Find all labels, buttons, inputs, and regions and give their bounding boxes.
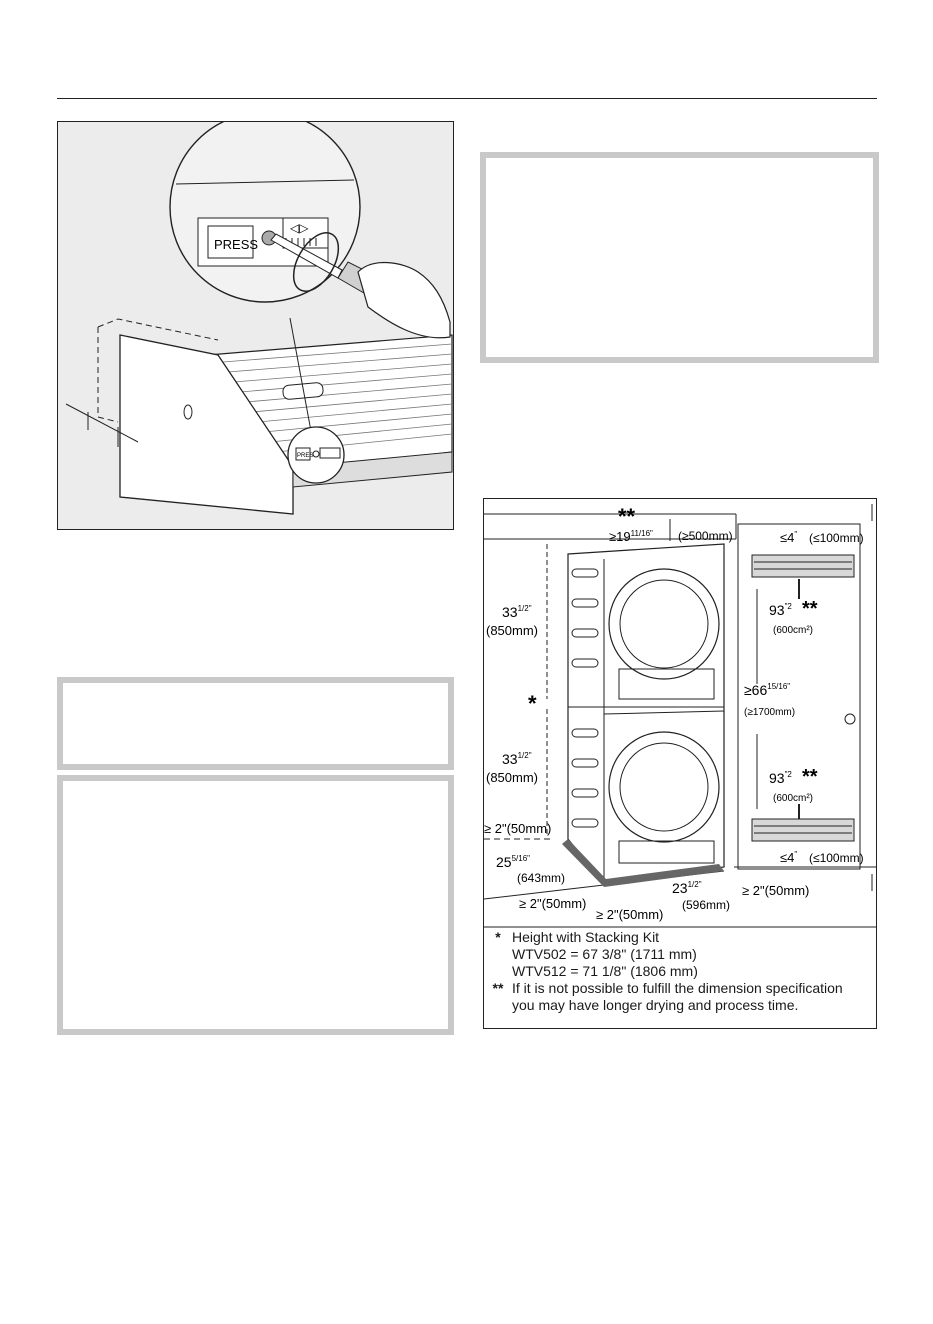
svg-text:93"2: 93"2 bbox=[769, 770, 792, 786]
press-label-small: PRESS bbox=[297, 453, 317, 459]
front-gap-center: ≥ 2"(50mm) bbox=[596, 907, 663, 922]
vent-bottom-gap-sup: " bbox=[794, 850, 797, 859]
vent-area-top-sup: "2 bbox=[785, 602, 793, 611]
press-label: PRESS bbox=[214, 237, 258, 252]
side-gap-right: ≥ 2"(50mm) bbox=[742, 883, 809, 898]
top-clearance-frac: 11/16" bbox=[631, 529, 653, 538]
top-clearance: ≥19 bbox=[609, 529, 631, 544]
legend-line: If it is not possible to fulfill the dim… bbox=[512, 980, 843, 996]
figure-legend: * Height with Stacking Kit WTV502 = 67 3… bbox=[484, 929, 876, 1014]
svg-text:≤4": ≤4" bbox=[780, 850, 797, 865]
header-rule bbox=[57, 98, 877, 99]
svg-text:231/2": 231/2" bbox=[672, 880, 702, 896]
svg-text:331/2": 331/2" bbox=[502, 751, 532, 767]
legend-item-single-star: * Height with Stacking Kit WTV502 = 67 3… bbox=[484, 929, 876, 980]
svg-text:255/16": 255/16" bbox=[496, 854, 530, 870]
svg-text:≥6615/16": ≥6615/16" bbox=[744, 682, 790, 698]
depth-mm: (643mm) bbox=[517, 871, 565, 885]
legend-item-double-star: ** If it is not possible to fulfill the … bbox=[484, 980, 876, 1014]
vent-spacing-frac: 15/16" bbox=[767, 682, 790, 691]
side-gap-left: ≥ 2"(50mm) bbox=[484, 821, 551, 836]
vent-spacing: ≥66 bbox=[744, 682, 767, 698]
vent-bottom-gap: ≤4 bbox=[780, 850, 794, 865]
vent-area-bottom-stars: ** bbox=[802, 766, 818, 788]
svg-text:≥1911/16": ≥1911/16" bbox=[609, 529, 653, 544]
vent-area-top-stars: ** bbox=[802, 598, 818, 620]
installation-dimensions-figure: ** ≥1911/16" (≥500mm) ≤4" (≤100mm) 331/2… bbox=[483, 498, 877, 1029]
depth: 25 bbox=[496, 854, 512, 870]
upper-height: 33 bbox=[502, 604, 518, 620]
info-box-left-bottom bbox=[57, 775, 454, 1035]
legend-line: you may have longer drying and process t… bbox=[512, 997, 799, 1013]
info-box-right bbox=[480, 152, 879, 363]
width: 23 bbox=[672, 880, 688, 896]
vent-top-gap: ≤4 bbox=[780, 530, 794, 545]
vent-area-bottom: 93 bbox=[769, 770, 785, 786]
upper-height-frac: 1/2" bbox=[518, 604, 532, 613]
vent-bottom-gap-mm: (≤100mm) bbox=[809, 851, 864, 865]
legend-line: Height with Stacking Kit bbox=[512, 929, 660, 945]
svg-text:≤4": ≤4" bbox=[780, 530, 797, 545]
upper-height-mm: (850mm) bbox=[486, 623, 538, 638]
depth-frac: 5/16" bbox=[512, 854, 531, 863]
top-clearance-mm: (≥500mm) bbox=[678, 529, 733, 543]
width-frac: 1/2" bbox=[688, 880, 702, 889]
legend-line: WTV512 = 71 1/8" (1806 mm) bbox=[512, 963, 698, 979]
lower-height-mm: (850mm) bbox=[486, 770, 538, 785]
svg-text:331/2": 331/2" bbox=[502, 604, 532, 620]
svg-text:93"2: 93"2 bbox=[769, 602, 792, 618]
lower-height: 33 bbox=[502, 751, 518, 767]
double-star-top: ** bbox=[618, 504, 636, 529]
single-star-mid: * bbox=[528, 691, 537, 716]
vent-area-bottom-sup: "2 bbox=[785, 770, 793, 779]
vent-top-gap-sup: " bbox=[794, 530, 797, 539]
vent-area-top-cm: (600cm²) bbox=[773, 625, 813, 636]
legend-mark: * bbox=[495, 929, 501, 945]
width-mm: (596mm) bbox=[682, 898, 730, 912]
info-box-left-top bbox=[57, 677, 454, 770]
drawer-adjustment-drawing: PRESS PRESS ◁▷ bbox=[65, 111, 453, 515]
drawer-adjustment-illustration: PRESS PRESS ◁▷ bbox=[57, 111, 454, 530]
svg-text:◁▷: ◁▷ bbox=[289, 221, 309, 235]
installation-drawing: ** ≥1911/16" (≥500mm) ≤4" (≤100mm) 331/2… bbox=[483, 504, 876, 928]
vent-area-top: 93 bbox=[769, 602, 785, 618]
vent-spacing-mm: (≥1700mm) bbox=[744, 707, 795, 718]
legend-line: WTV502 = 67 3/8" (1711 mm) bbox=[512, 946, 697, 962]
lower-height-frac: 1/2" bbox=[518, 751, 532, 760]
vent-area-bottom-cm: (600cm²) bbox=[773, 793, 813, 804]
legend-mark: ** bbox=[492, 980, 504, 996]
front-gap-left: ≥ 2"(50mm) bbox=[519, 896, 586, 911]
vent-top-gap-mm: (≤100mm) bbox=[809, 531, 864, 545]
